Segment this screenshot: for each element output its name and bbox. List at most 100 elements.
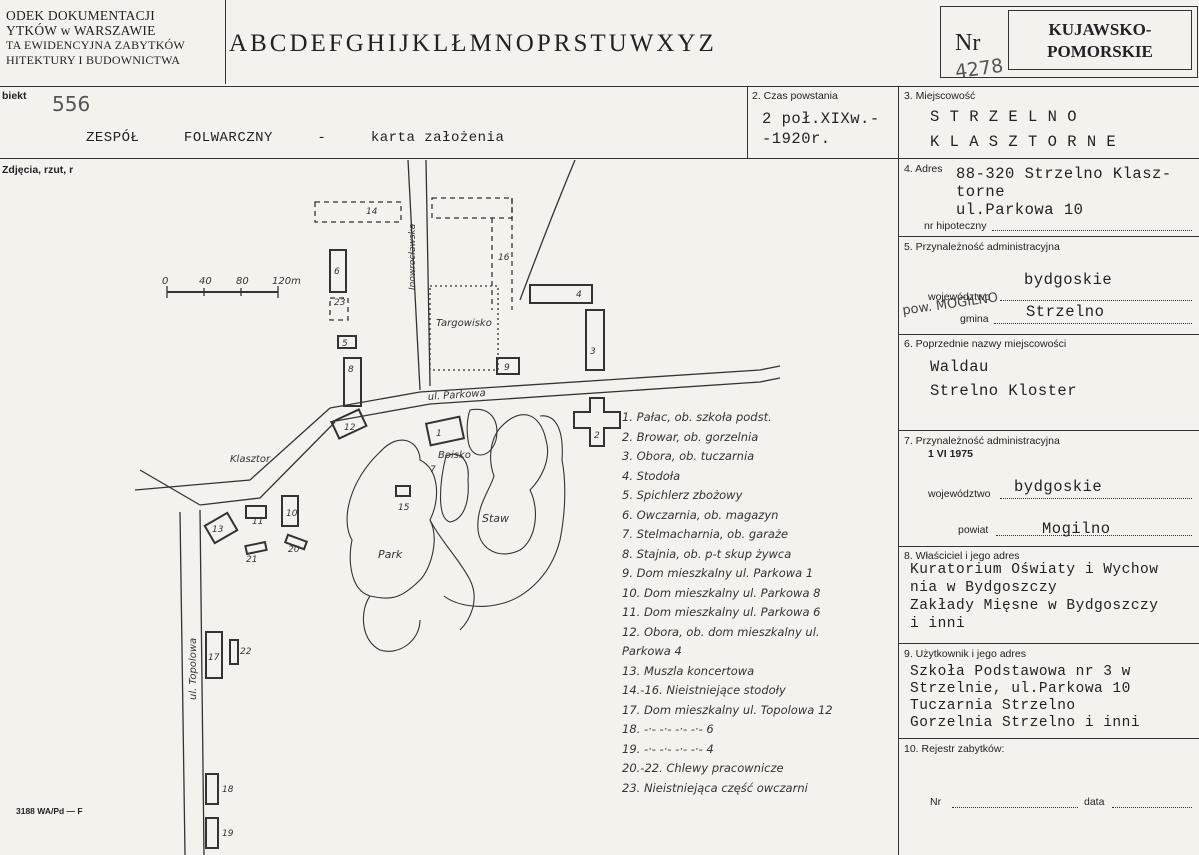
alphabet-letter: N xyxy=(494,30,514,57)
poprzednie-value: Waldau xyxy=(930,358,989,376)
miejscowosc-value: K L A S Z T O R N E xyxy=(930,133,1117,151)
poprzednie-label: 6. Poprzednie nazwy miejscowości xyxy=(904,338,1067,350)
legend-item: 12. Obora, ob. dom mieszkalny ul. xyxy=(622,624,820,639)
wojewodztwo75-label: województwo xyxy=(928,488,991,500)
org-line: TA EWIDENCYJNA ZABYTKÓW xyxy=(6,38,185,52)
wojewodztwo75-line xyxy=(1000,498,1192,499)
legend-item: 18. -·- -·- -·- -·- 6 xyxy=(622,722,714,736)
alphabet-letter: R xyxy=(553,30,572,57)
area-label-park: Park xyxy=(378,548,403,561)
alphabet-letter: J xyxy=(399,30,410,57)
adres-value: ul.Parkowa 10 xyxy=(956,201,1084,219)
building-label: 4 xyxy=(576,290,582,300)
alphabet-letter: G xyxy=(345,30,365,57)
org-line: ODEK DOKUMENTACJI xyxy=(6,8,155,23)
building-1 xyxy=(424,415,466,447)
alphabet-letter: S xyxy=(573,30,589,57)
divider xyxy=(898,236,1199,237)
adres-value: 88-320 Strzelno Klasz- xyxy=(956,165,1172,183)
miejscowosc-value: S T R Z E L N O xyxy=(930,108,1078,126)
alphabet-letter: K xyxy=(411,30,431,57)
legend-item: 19. -·- -·- -·- -·- 4 xyxy=(622,741,714,756)
adres-value: torne xyxy=(956,183,1006,201)
rejestr-nr-line xyxy=(952,807,1078,808)
building-label: 7 xyxy=(430,465,436,475)
building-22 xyxy=(229,639,239,665)
building-label: 2 xyxy=(594,431,600,441)
building-label: 8 xyxy=(348,365,354,375)
building-label: 10 xyxy=(286,509,298,519)
alphabet-letter: Ł xyxy=(451,30,468,57)
legend-item: 1. Pałac, ob. szkoła podst. xyxy=(622,410,772,424)
divider xyxy=(898,643,1199,644)
adres-label: 4. Adres xyxy=(904,163,943,175)
number-box xyxy=(940,6,1198,78)
building-3 xyxy=(585,309,605,371)
street-label: ul. Parkowa xyxy=(427,388,486,403)
alphabet-letter: F xyxy=(328,30,344,57)
building-label: 13 xyxy=(212,525,224,535)
demolished-barns xyxy=(314,197,513,321)
market-fence xyxy=(429,285,499,371)
przynaleznosc75-label: 7. Przynależność administracyjna xyxy=(904,435,1060,447)
alphabet-letter: U xyxy=(608,30,628,57)
building-20 xyxy=(283,533,309,551)
legend-item: 6. Owczarnia, ob. magazyn xyxy=(622,507,779,522)
building-label: 5 xyxy=(342,339,348,349)
building-label: 12 xyxy=(344,423,356,433)
legend-item: 4. Stodoła xyxy=(622,468,681,483)
street-label: Inowrocławska xyxy=(408,224,418,290)
alphabet-letter: O xyxy=(515,30,535,57)
legend-item: 23. Nieistniejąca część owczarni xyxy=(622,780,808,795)
rejestr-data-line xyxy=(1112,807,1192,808)
zdjecia-label: Zdjęcia, rzut, r xyxy=(2,164,74,176)
uzytkownik-value: Tuczarnia Strzelno xyxy=(910,698,1076,714)
wlasciciel-label: 8. Właściciel i jego adres xyxy=(904,550,1020,562)
org-line: HITEKTURY I BUDOWNICTWA xyxy=(6,53,181,67)
obiekt-label: biekt xyxy=(2,90,27,102)
area-label-klasztor: Klasztor xyxy=(230,454,271,465)
building-label: 17 xyxy=(208,653,220,663)
rejestr-nr-label: Nr xyxy=(930,796,942,808)
gmina-value: Strzelno xyxy=(1026,303,1105,321)
building-11 xyxy=(245,505,267,519)
wlasciciel-value: i inni xyxy=(910,616,966,632)
alphabet-letter: H xyxy=(366,30,386,57)
powiat-line xyxy=(996,535,1192,536)
divider xyxy=(747,86,748,158)
scale-tick-label: 0 xyxy=(162,276,168,287)
building-12 xyxy=(330,408,368,440)
legend-item: 8. Stajnia, ob. p-t skup żywca xyxy=(622,546,792,561)
alphabet-letter: X xyxy=(656,30,676,57)
building-label: 6 xyxy=(334,267,340,277)
legend-item: 9. Dom mieszkalny ul. Parkowa 1 xyxy=(622,566,814,580)
scale-bar: 0 40 80 120m xyxy=(162,276,301,298)
nr-label: Nr xyxy=(955,30,981,56)
building-2 xyxy=(573,397,621,447)
building-5 xyxy=(337,335,357,349)
scale-tick-label: 40 xyxy=(199,276,212,287)
legend-item: 3. Obora, ob. tuczarnia xyxy=(622,449,755,463)
building-6 xyxy=(329,249,347,293)
org-line: YTKÓW w WARSZAWIE xyxy=(6,23,156,38)
wlasciciel-value: Zakłady Mięsne w Bydgoszczy xyxy=(910,598,1159,614)
alphabet-letter: W xyxy=(629,30,655,57)
building-label: 18 xyxy=(222,785,234,795)
buildings xyxy=(203,249,621,849)
institution-header: ODEK DOKUMENTACJI YTKÓW w WARSZAWIE TA E… xyxy=(0,0,226,84)
alphabet-letter: D xyxy=(289,30,309,57)
building-17 xyxy=(205,631,223,679)
legend-item: 2. Browar, ob. gorzelnia xyxy=(622,429,759,444)
wlasciciel-value: Kuratorium Oświaty i Wychow xyxy=(910,562,1159,578)
poprzednie-value: Strelno Kloster xyxy=(930,382,1078,400)
legend-item: 5. Spichlerz zbożowy xyxy=(622,488,743,502)
area-label-targowisko: Targowisko xyxy=(436,318,492,329)
footer-code: 3188 WA/Pd — F xyxy=(16,806,83,816)
gmina-label: gmina xyxy=(960,313,989,325)
site-plan-map: 0 40 80 120m Targowisko xyxy=(134,160,781,855)
rejestr-label: 10. Rejestr zabytków: xyxy=(904,743,1005,755)
czas-value: 2 poł.XIXw.- xyxy=(762,110,880,128)
uzytkownik-value: Szkoła Podstawowa nr 3 w xyxy=(910,664,1131,680)
building-18 xyxy=(205,773,219,805)
